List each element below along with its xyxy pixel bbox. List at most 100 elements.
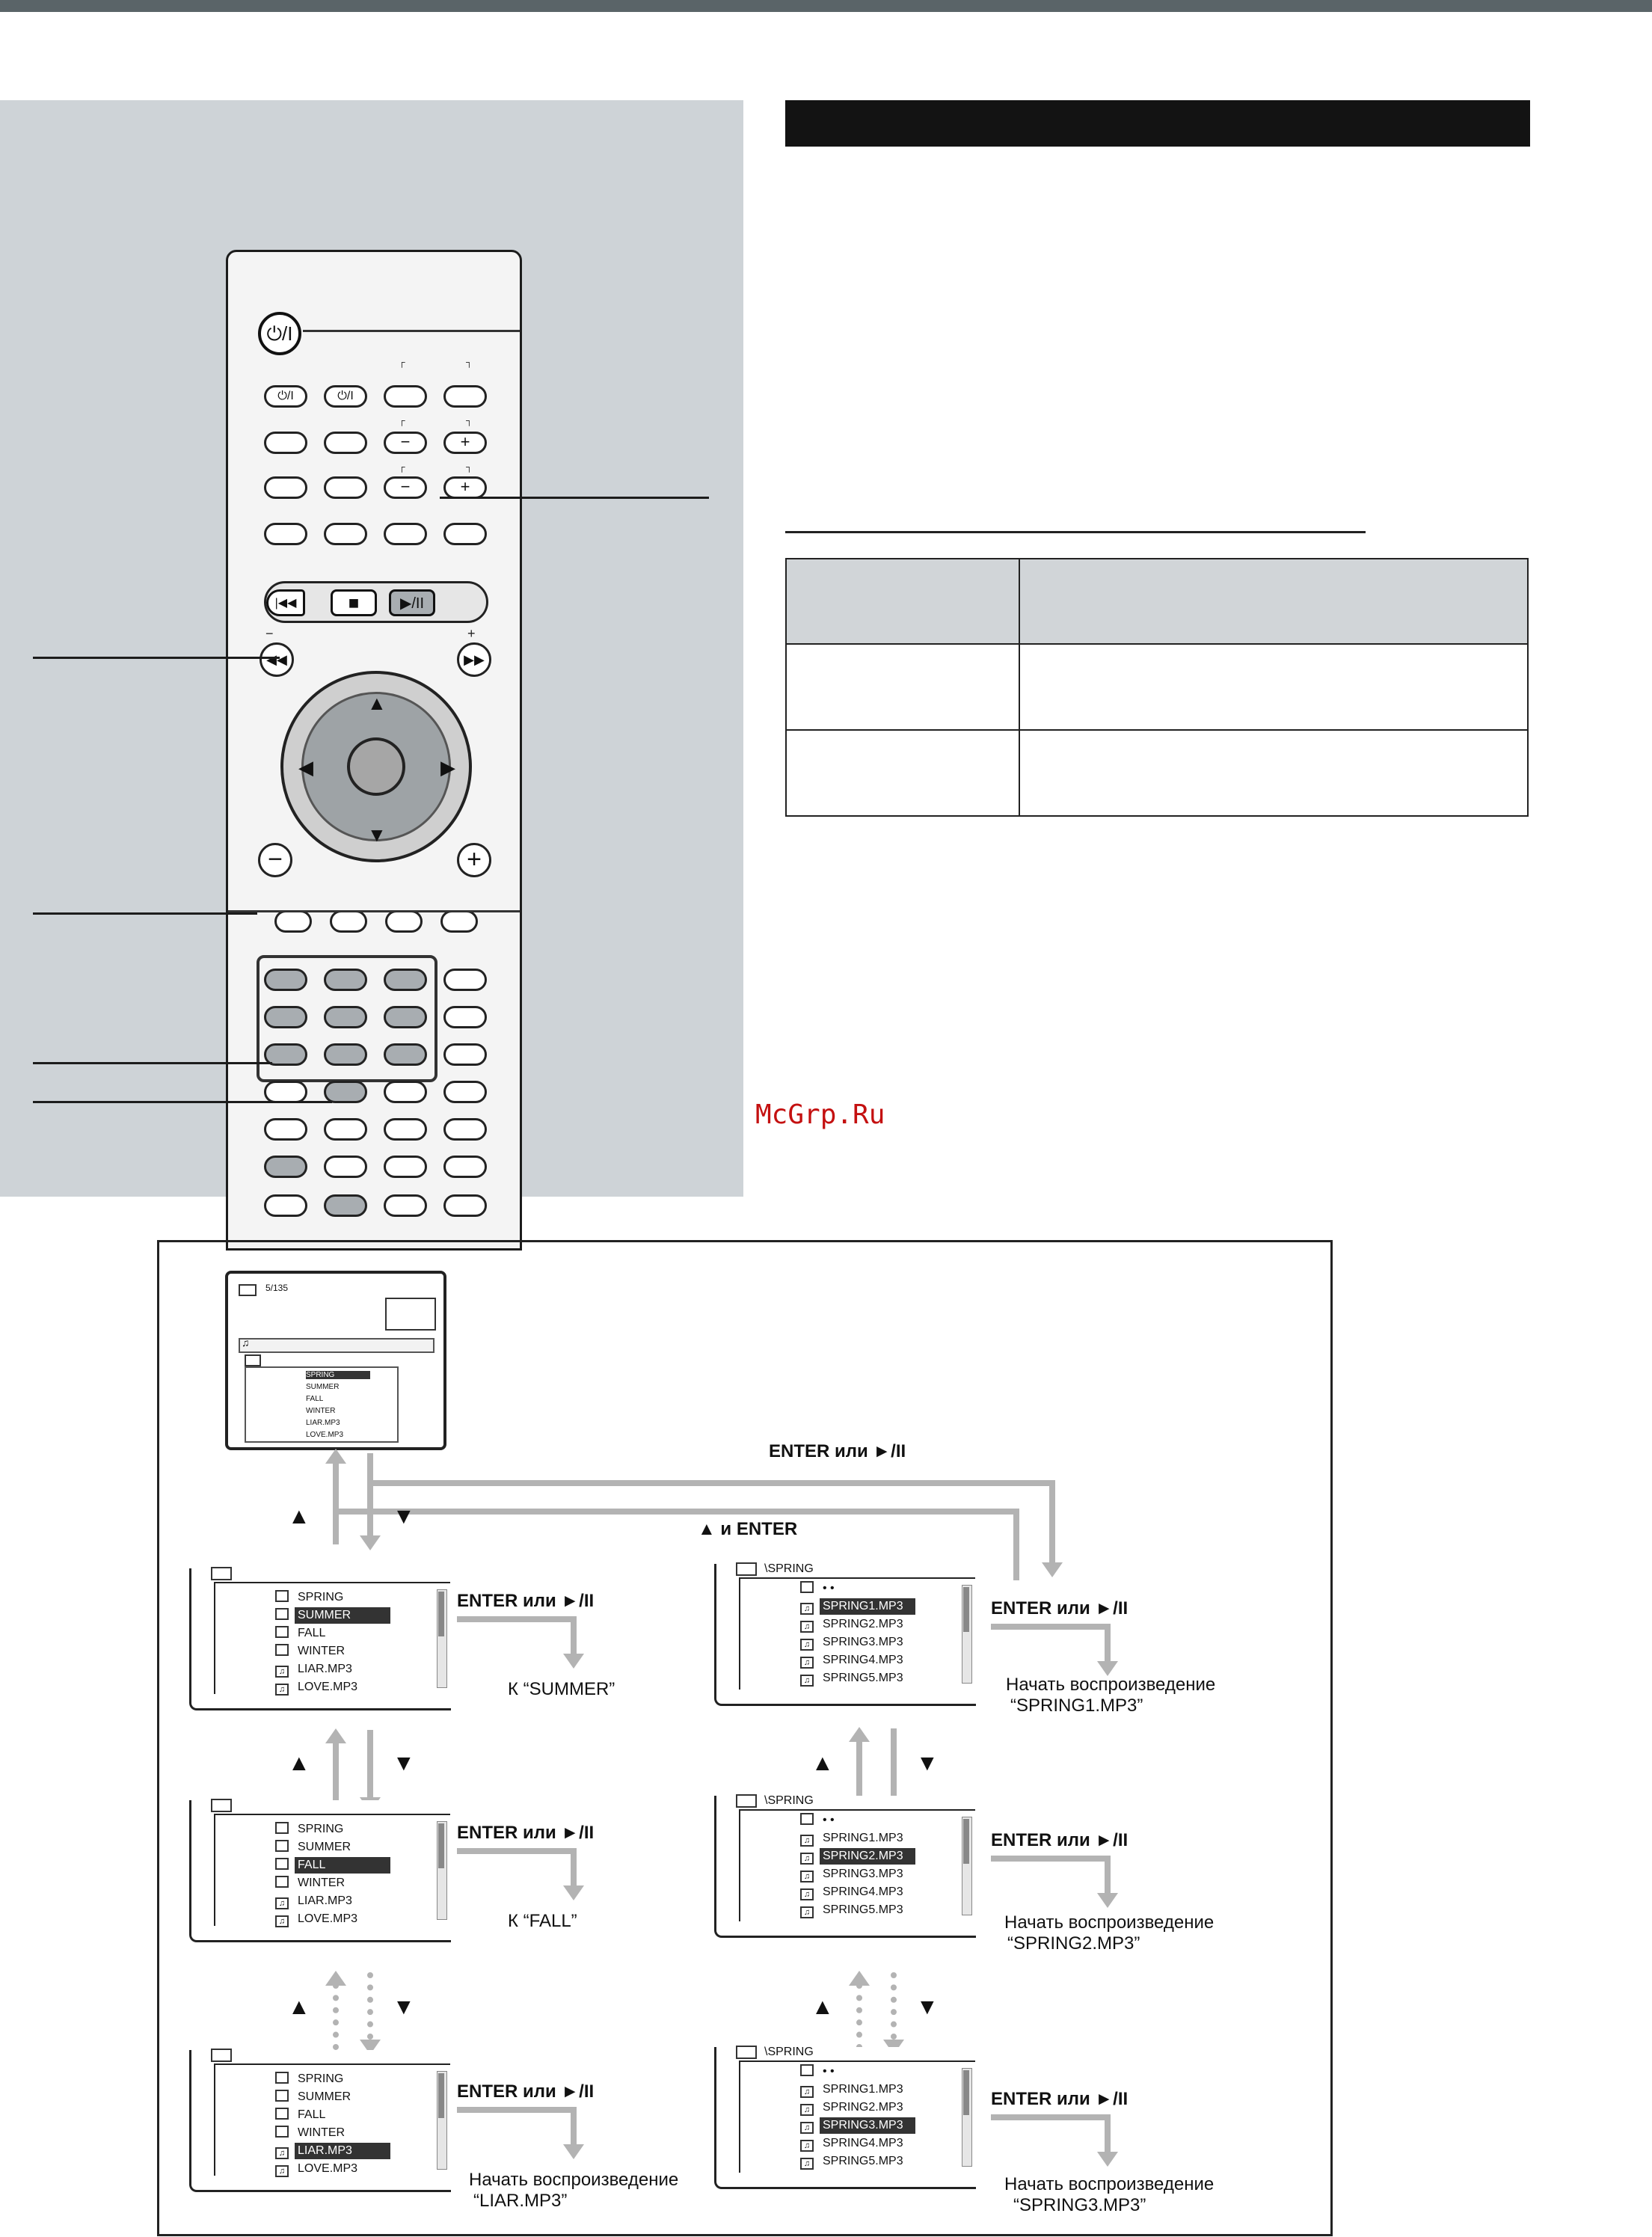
list-item[interactable]: FALL [275, 1857, 390, 1874]
remote-button[interactable] [324, 476, 367, 499]
remote-button[interactable] [384, 1156, 427, 1178]
remote-button[interactable] [443, 385, 487, 408]
list-item[interactable]: SUMMER [275, 2089, 390, 2105]
rewind-button[interactable]: ◀◀ [260, 642, 294, 677]
number-button[interactable] [264, 1006, 307, 1028]
list-item[interactable]: ♫LIAR.MP3 [275, 1661, 390, 1678]
minus-round-button[interactable]: − [258, 843, 292, 877]
list-item[interactable]: ♫SPRING3.MP3 [800, 2117, 915, 2134]
plus-button[interactable]: + [443, 476, 487, 499]
list-item[interactable]: FALL [275, 2107, 390, 2123]
stop-button[interactable]: ■ [331, 589, 377, 616]
number-button[interactable] [324, 1081, 367, 1103]
remote-button[interactable] [443, 1043, 487, 1066]
previous-button[interactable]: |◀◀ [266, 589, 305, 616]
plus-button[interactable]: + [443, 432, 487, 454]
list-item[interactable]: WINTER [275, 1875, 390, 1891]
scrollbar-thumb[interactable] [963, 1819, 969, 1864]
list-item[interactable]: ♫SPRING1.MP3 [800, 2081, 915, 2098]
list-item[interactable]: WINTER [275, 2125, 390, 2141]
list-item[interactable]: ♫SPRING5.MP3 [800, 1670, 915, 1687]
number-button[interactable] [324, 1006, 367, 1028]
scrollbar[interactable] [437, 1589, 447, 1688]
color-button[interactable] [274, 910, 312, 933]
list-item[interactable]: ♫LOVE.MP3 [275, 2161, 390, 2177]
list-item[interactable]: SUMMER [275, 1839, 390, 1856]
number-button[interactable] [384, 1043, 427, 1066]
scrollbar[interactable] [437, 2071, 447, 2170]
list-item-parent[interactable]: • • [800, 2063, 915, 2080]
remote-button[interactable] [264, 523, 307, 545]
remote-button[interactable] [384, 385, 427, 408]
list-item[interactable]: ♫SPRING1.MP3 [800, 1830, 915, 1847]
enter-button[interactable] [347, 737, 405, 796]
remote-button[interactable] [324, 1156, 367, 1178]
scrollbar-thumb[interactable] [438, 1592, 444, 1636]
remote-button[interactable] [384, 1194, 427, 1217]
remote-button[interactable] [264, 1118, 307, 1141]
list-item[interactable]: ♫SPRING2.MP3 [800, 1616, 915, 1633]
list-item[interactable]: ♫SPRING4.MP3 [800, 2135, 915, 2152]
scrollbar-thumb[interactable] [963, 2070, 969, 2115]
fast-forward-button[interactable]: ▶▶ [457, 642, 491, 677]
remote-button[interactable] [264, 476, 307, 499]
play-pause-button[interactable]: ▶/II [389, 589, 435, 616]
minus-button[interactable]: − [384, 476, 427, 499]
list-item[interactable]: ♫SPRING2.MP3 [800, 2099, 915, 2116]
remote-button[interactable] [443, 1006, 487, 1028]
remote-button[interactable] [443, 1081, 487, 1103]
list-item[interactable]: ♫SPRING3.MP3 [800, 1634, 915, 1651]
remote-button[interactable] [264, 1194, 307, 1217]
remote-button[interactable] [443, 1156, 487, 1178]
scrollbar[interactable] [437, 1821, 447, 1920]
list-item-parent[interactable]: • • [800, 1812, 915, 1829]
scrollbar-thumb[interactable] [438, 1823, 444, 1868]
scrollbar-thumb[interactable] [438, 2073, 444, 2118]
list-item[interactable]: ♫LOVE.MP3 [275, 1911, 390, 1927]
scrollbar[interactable] [962, 2068, 972, 2167]
list-item[interactable]: ♫LIAR.MP3 [275, 1893, 390, 1909]
up-arrow-icon[interactable]: ▲ [367, 692, 387, 714]
remote-button[interactable] [324, 432, 367, 454]
color-button[interactable] [330, 910, 367, 933]
number-button[interactable] [264, 969, 307, 991]
plus-round-button[interactable]: + [457, 843, 491, 877]
color-button[interactable] [385, 910, 423, 933]
remote-button[interactable] [264, 432, 307, 454]
remote-button[interactable] [324, 1118, 367, 1141]
number-button[interactable] [324, 1043, 367, 1066]
highlighted-button[interactable] [264, 1156, 307, 1178]
number-button[interactable] [384, 1006, 427, 1028]
list-item[interactable]: ♫SPRING1.MP3 [800, 1598, 915, 1615]
list-item[interactable]: ♫LIAR.MP3 [275, 2143, 390, 2159]
number-button[interactable] [384, 969, 427, 991]
color-button[interactable] [440, 910, 478, 933]
list-item[interactable]: ♫SPRING5.MP3 [800, 2153, 915, 2170]
minus-button[interactable]: − [384, 432, 427, 454]
remote-button[interactable] [384, 1118, 427, 1141]
list-item[interactable]: ♫SPRING3.MP3 [800, 1866, 915, 1882]
down-arrow-icon[interactable]: ▼ [367, 823, 387, 846]
scrollbar-thumb[interactable] [963, 1587, 969, 1632]
list-item[interactable]: ♫SPRING2.MP3 [800, 1848, 915, 1865]
list-item-parent[interactable]: • • [800, 1580, 915, 1597]
list-item[interactable]: WINTER [275, 1643, 390, 1660]
remote-button[interactable] [384, 1081, 427, 1103]
remote-button[interactable] [264, 1081, 307, 1103]
list-item[interactable]: FALL [275, 1625, 390, 1642]
main-power-button[interactable]: ⏻/I [258, 312, 301, 355]
remote-button[interactable] [324, 523, 367, 545]
list-item[interactable]: SPRING [275, 1821, 390, 1838]
list-item[interactable]: SPRING [275, 2071, 390, 2087]
remote-button[interactable] [443, 1118, 487, 1141]
list-item[interactable]: SPRING [275, 1589, 390, 1606]
scrollbar[interactable] [962, 1585, 972, 1684]
left-arrow-icon[interactable]: ◀ [298, 756, 313, 779]
list-item[interactable]: ♫SPRING5.MP3 [800, 1902, 915, 1918]
list-item[interactable]: ♫LOVE.MP3 [275, 1679, 390, 1696]
audio-power-button[interactable]: ⏻/I [324, 385, 367, 408]
remote-button[interactable] [384, 523, 427, 545]
list-item[interactable]: ♫SPRING4.MP3 [800, 1884, 915, 1900]
tv-power-button[interactable]: ⏻/I [264, 385, 307, 408]
list-item[interactable]: ♫SPRING4.MP3 [800, 1652, 915, 1669]
